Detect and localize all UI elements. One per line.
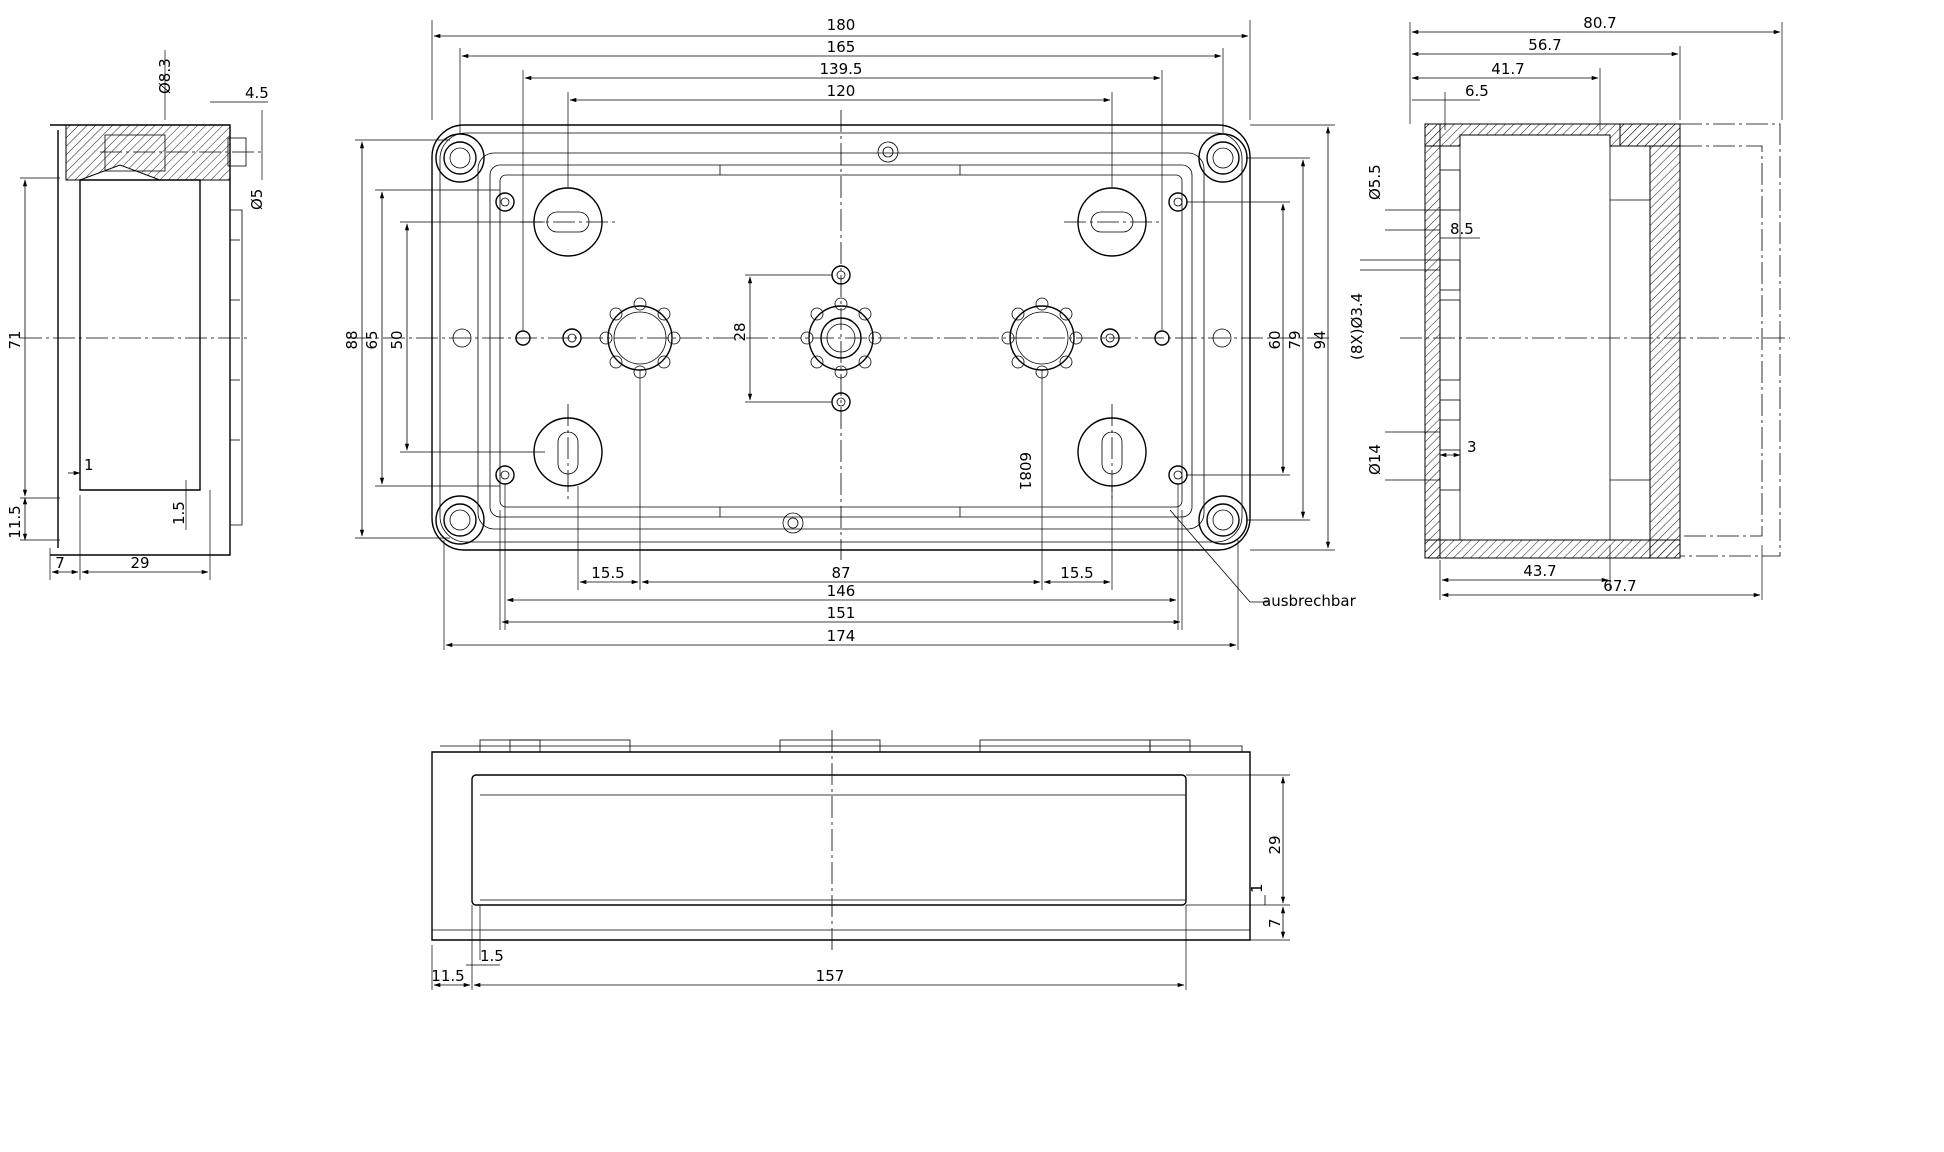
dim-56-7: 56.7 [1528, 36, 1561, 54]
dim-120: 120 [827, 82, 856, 100]
dim-157: 157 [816, 967, 845, 985]
dim-79: 79 [1286, 330, 1304, 349]
dim-151: 151 [827, 604, 856, 622]
corner-screw-bl-icon [435, 495, 485, 545]
mounting-holes [452, 141, 1232, 534]
dim-80-7: 80.7 [1583, 14, 1616, 32]
dim-71: 71 [6, 330, 24, 349]
dim-67-7: 67.7 [1603, 577, 1636, 595]
corner-screw-tl-icon [435, 133, 485, 183]
gear-boss-right-icon [1001, 297, 1083, 379]
callout-ausbrechbar: ausbrechbar [1262, 592, 1357, 610]
right-section-view: 80.7 56.7 41.7 6.5 Ø5.5 8.5 (8X)Ø3.4 Ø14… [1348, 14, 1790, 600]
dim-8-3: Ø8.3 [156, 58, 174, 94]
dim-3: 3 [1467, 438, 1477, 456]
dim-14: Ø14 [1366, 444, 1384, 475]
dim-50: 50 [388, 330, 406, 349]
dim-1-left: 1 [84, 456, 94, 474]
dim-7-left: 7 [55, 554, 65, 572]
dim-94: 94 [1311, 330, 1329, 349]
dim-139-5: 139.5 [820, 60, 863, 78]
corner-screw-br-icon [1198, 495, 1248, 545]
dim-8-5: 8.5 [1450, 220, 1474, 238]
dim-174: 174 [827, 627, 856, 645]
left-section-view: 71 11.5 7 29 1 1.5 Ø8.3 4.5 Ø5 [6, 50, 269, 580]
dim-5: Ø5 [248, 189, 266, 210]
dim-1-5-front: 1.5 [480, 947, 504, 965]
dim-6-5: 6.5 [1465, 82, 1489, 100]
top-view: 6081 180 165 139.5 120 88 65 50 [343, 16, 1357, 650]
dim-41-7: 41.7 [1491, 60, 1524, 78]
dim-65: 65 [363, 330, 381, 349]
dim-1-5-left: 1.5 [170, 501, 188, 525]
dim-165: 165 [827, 38, 856, 56]
dim-29-left: 29 [130, 554, 149, 572]
dim-87: 87 [831, 564, 850, 582]
dim-4-5: 4.5 [245, 84, 269, 102]
dim-43-7: 43.7 [1523, 562, 1556, 580]
dim-1-front: 1 [1248, 883, 1266, 893]
slot-tr-icon [1064, 187, 1160, 257]
dim-146: 146 [827, 582, 856, 600]
dim-88: 88 [343, 330, 361, 349]
dim-7-front: 7 [1266, 918, 1284, 928]
dim-11-5-front: 11.5 [431, 967, 464, 985]
dim-60: 60 [1266, 330, 1284, 349]
dim-15-5-left: 15.5 [591, 564, 624, 582]
dim-5-5: Ø5.5 [1366, 164, 1384, 200]
dim-180: 180 [827, 16, 856, 34]
dim-29-front: 29 [1266, 835, 1284, 854]
dim-3-4: (8X)Ø3.4 [1348, 293, 1366, 360]
front-view: 29 1 7 1.5 11.5 157 [431, 730, 1290, 990]
corner-screw-tr-icon [1198, 133, 1248, 183]
gear-boss-left-icon [599, 297, 681, 379]
dim-11-5-left: 11.5 [6, 505, 24, 538]
part-number: 6081 [1016, 452, 1034, 490]
gear-boss-center-icon [800, 297, 882, 379]
slot-br-icon [1077, 404, 1147, 500]
dim-28: 28 [731, 322, 749, 341]
dim-15-5-right: 15.5 [1060, 564, 1093, 582]
